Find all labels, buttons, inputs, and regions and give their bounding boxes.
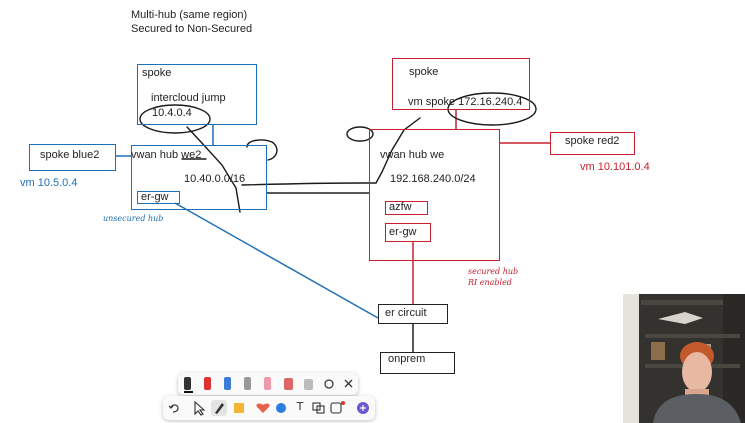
blue-spoke-label: spoke [142, 67, 172, 79]
red2-vm-label: vm 10.101.0.4 [580, 161, 650, 173]
hub-we2-er-gw-box [137, 191, 180, 204]
title-line2: Secured to Non-Secured [131, 23, 253, 35]
red-spoke-vm: vm spoke 172.16.240.4 [408, 96, 523, 108]
azfw-label: azfw [389, 201, 412, 213]
blue-spoke-box [137, 64, 257, 125]
pen-black-icon[interactable] [184, 377, 193, 393]
ink-annotations [139, 92, 537, 213]
ink-ellipse-10-4-0-4 [139, 104, 211, 134]
red-spoke-label: spoke [409, 66, 439, 78]
pen-blue-icon[interactable] [224, 377, 231, 390]
presenter-webcam [623, 294, 745, 423]
hub-we-er-gw-label: er-gw [389, 226, 417, 238]
group-icon[interactable] [312, 402, 325, 414]
blue2-spoke-label: spoke blue2 [40, 149, 100, 161]
highlighter-icon[interactable] [284, 378, 293, 390]
onprem-box [380, 352, 455, 374]
hub-we2-label: vwan hub we2 [131, 149, 202, 161]
er-circuit-box [378, 304, 448, 324]
pen-red-icon[interactable] [204, 377, 211, 390]
ink-loop [246, 139, 278, 161]
undo-icon[interactable] [168, 404, 179, 413]
hub-we-cidr: 192.168.240.0/24 [390, 173, 476, 185]
heart-icon[interactable] [256, 403, 270, 413]
pen-pink-icon[interactable] [264, 377, 271, 390]
red-spoke-box [392, 58, 530, 110]
hub-we2-box [131, 145, 267, 210]
hub-we-box [369, 129, 500, 261]
ink-stroke-jump [186, 126, 241, 213]
ink-stroke-hubs [241, 117, 421, 186]
hub-we-label: vwan hub we [380, 149, 445, 161]
hub-we2-to-er-circuit-line [174, 202, 379, 319]
hub-we2-er-gw-label: er-gw [141, 191, 169, 203]
pen-grey-icon[interactable] [244, 377, 251, 390]
blue2-spoke-box [29, 144, 116, 171]
red2-spoke-box [550, 132, 635, 155]
blue2-vm-label: vm 10.5.0.4 [20, 177, 78, 189]
hub-we2-cidr: 10.40.0.0/16 [184, 173, 246, 185]
blue-spoke-ip: 10.4.0.4 [152, 107, 192, 119]
select-icon[interactable] [194, 400, 206, 416]
hub-we-note-line2: RI enabled [468, 278, 512, 287]
draw-icon[interactable] [211, 400, 227, 416]
eraser-icon[interactable] [304, 379, 313, 390]
onprem-label: onprem [388, 353, 426, 365]
shape-icon[interactable] [276, 403, 286, 413]
tools-toolbar: T [163, 396, 375, 420]
copilot-icon[interactable] [357, 402, 369, 414]
er-circuit-label: er circuit [385, 307, 427, 319]
text-icon[interactable]: T [296, 400, 304, 413]
close-icon[interactable] [344, 379, 353, 388]
hub-we-er-gw-box [385, 223, 431, 242]
ink-ellipse-small [346, 126, 374, 142]
more-icon[interactable] [330, 401, 345, 414]
hub-we2-note: unsecured hub [103, 214, 164, 223]
sticky-note-icon[interactable] [234, 403, 244, 413]
pen-toolbar [178, 373, 358, 395]
title-line1: Multi-hub (same region) [131, 9, 248, 21]
red2-spoke-label: spoke red2 [565, 135, 620, 147]
lasso-icon[interactable] [324, 379, 334, 389]
hub-we-note-line1: secured hub [468, 267, 519, 276]
azfw-box [385, 201, 428, 215]
webcam-image [623, 294, 745, 423]
blue-spoke-sublabel: intercloud jump [151, 92, 226, 104]
